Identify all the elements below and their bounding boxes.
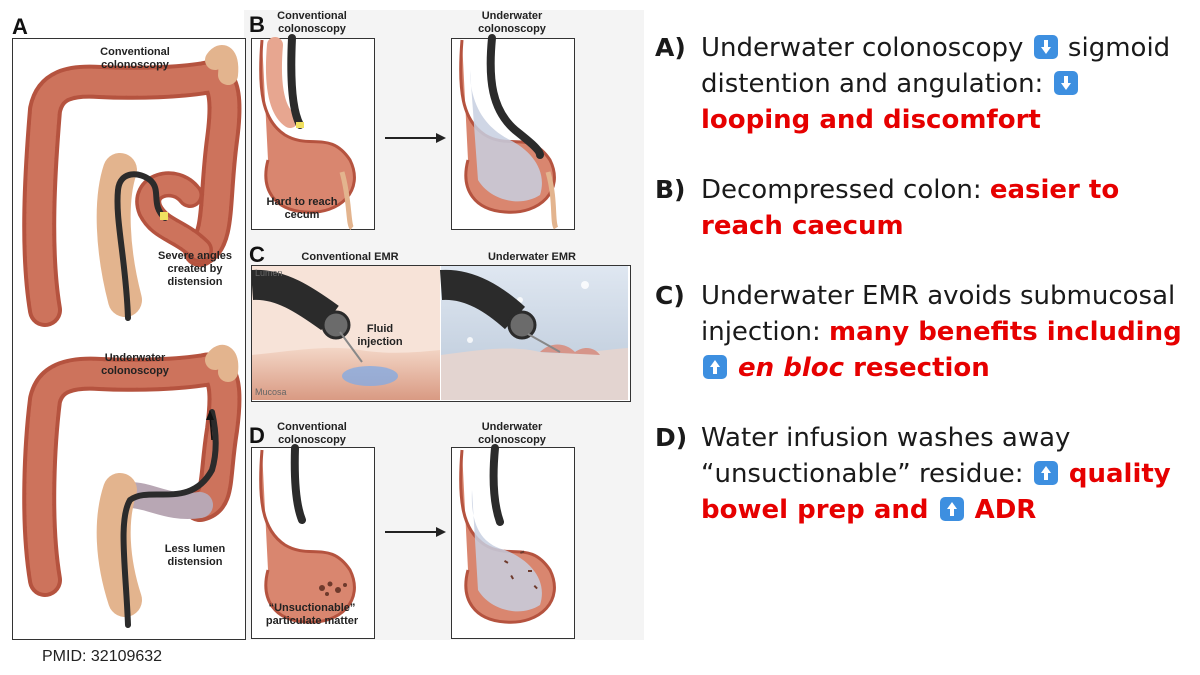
panel-d-right-title: Underwater colonoscopy: [478, 421, 546, 446]
key-point-phrase: Underwater colonoscopy: [701, 33, 1032, 63]
panel-a-top-scope-tip: [160, 212, 168, 220]
panel-a-bottom-arrowhead: [206, 410, 214, 420]
key-point-highlight: ADR: [965, 495, 1037, 525]
figure-illustration: [22, 34, 628, 628]
key-point-letter: B): [655, 175, 686, 204]
panel-c-right-bubble: [581, 281, 589, 289]
panel-c-mucosa-label: Mucosa: [255, 387, 287, 397]
key-point-highlight: en bloc: [729, 353, 845, 383]
key-point-text: Decompressed colon: easier to reach caec…: [701, 172, 1195, 244]
panel-c-fluid-label: Fluid injection: [357, 323, 403, 348]
panel-c-left-scope: [250, 269, 339, 331]
panel-c-right-title: Underwater EMR: [487, 251, 577, 263]
panel-a-bottom-title: Underwater colonoscopy: [101, 352, 169, 377]
key-point-highlight: many benefits including: [829, 317, 1182, 347]
panel-b-left-colon: [259, 37, 356, 214]
key-point-letter: A): [655, 33, 686, 62]
panel-b-right-scope: [486, 34, 544, 159]
panel-d-left-scope: [290, 444, 306, 524]
key-point-highlight: looping and discomfort: [701, 105, 1041, 135]
panel-a-bottom-note: Less lumen distension: [164, 543, 226, 568]
panel-c-right-snare: [527, 333, 561, 353]
key-point-highlight: resection: [844, 353, 990, 383]
panel-d-left-title: Conventional colonoscopy: [277, 421, 347, 446]
up-arrow-icon: [1033, 461, 1058, 485]
key-point-phrase: sigmoid distention and angulation:: [701, 33, 1171, 99]
panel-b-left-scope: [287, 34, 304, 129]
panel-b-right-colon: [459, 39, 556, 214]
panel-d-left-note: “Unsuctionable” particulate matter: [265, 602, 359, 627]
key-point-text: Water infusion washes away “unsuctionabl…: [701, 420, 1195, 528]
down-arrow-icon: [1033, 35, 1058, 59]
panel-c-right-scope: [439, 269, 526, 330]
panel-c-left-scope-tip: [321, 310, 351, 340]
panel-c-right-polyp: [540, 344, 600, 355]
key-point-highlight: quality bowel prep and: [701, 459, 1171, 525]
key-point: C) Underwater EMR avoids submucosal injec…: [655, 278, 1195, 386]
panel-c-right-bubble: [467, 337, 473, 343]
panel-d-left-particles: [319, 581, 347, 596]
panel-a-bottom-scope: [120, 409, 219, 628]
panel-d-right-colon: [459, 449, 556, 624]
key-point-phrase: Water infusion washes away “unsuctionabl…: [701, 423, 1071, 489]
panel-b-left-scope-tip: [296, 122, 304, 128]
key-point-phrase: Decompressed colon:: [701, 175, 990, 205]
panel-a-bottom-colon: [22, 345, 242, 617]
panel-c-left-needle: [339, 331, 363, 363]
down-arrow-icon: [1053, 71, 1078, 95]
panel-d-right-particles: [503, 550, 538, 590]
panel-b-letter: B: [249, 12, 265, 37]
panel-a-letter: A: [12, 14, 28, 39]
panel-b-left-title: Conventional colonoscopy: [277, 10, 347, 35]
key-point-text: Underwater EMR avoids submucosal injecti…: [701, 278, 1195, 386]
key-point-highlight: easier to reach caecum: [701, 175, 1120, 241]
panel-d-letter: D: [249, 423, 265, 448]
panel-c-right-scope-tip: [507, 310, 537, 340]
key-point: A) Underwater colonoscopy sigmoid distent…: [655, 30, 1195, 138]
panel-a-top-title: Conventional colonoscopy: [100, 46, 170, 71]
panel-b-left-note: Hard to reach cecum: [266, 196, 338, 221]
panel-a-top-colon: [22, 45, 242, 327]
panel-c-right-mucosa: [441, 348, 628, 400]
key-point-letter: C): [655, 281, 685, 310]
panel-c-left-fluid-bleb: [342, 366, 398, 386]
panel-c-lumen-label: Lumen: [255, 268, 283, 278]
panel-a-top-scope: [114, 171, 168, 321]
key-point-text: Underwater colonoscopy sigmoid distentio…: [701, 30, 1195, 138]
panel-b-right-appendix: [545, 171, 559, 230]
panel-d-arrowhead: [436, 527, 446, 537]
key-point: B) Decompressed colon: easier to reach ca…: [655, 172, 1195, 244]
panel-d-right-scope: [489, 444, 504, 526]
panel-c-left-title: Conventional EMR: [301, 251, 399, 263]
panel-d-left-colon: [259, 449, 356, 624]
key-points-list: A) Underwater colonoscopy sigmoid distent…: [655, 30, 1195, 562]
panel-a-top-note: Severe angles created by distension: [158, 250, 232, 288]
citation: PMID: 32109632: [42, 648, 163, 665]
panel-b-arrowhead: [436, 133, 446, 143]
panel-b-left-appendix: [339, 171, 355, 230]
panel-c-letter: C: [249, 242, 265, 267]
up-arrow-icon: [703, 355, 727, 379]
up-arrow-icon: [939, 497, 964, 521]
key-point-letter: D): [655, 423, 688, 452]
key-point: D) Water infusion washes away “unsuctiona…: [655, 420, 1195, 528]
key-point-phrase: Underwater EMR avoids submucosal injecti…: [701, 281, 1176, 347]
panel-b-right-title: Underwater colonoscopy: [478, 10, 546, 35]
